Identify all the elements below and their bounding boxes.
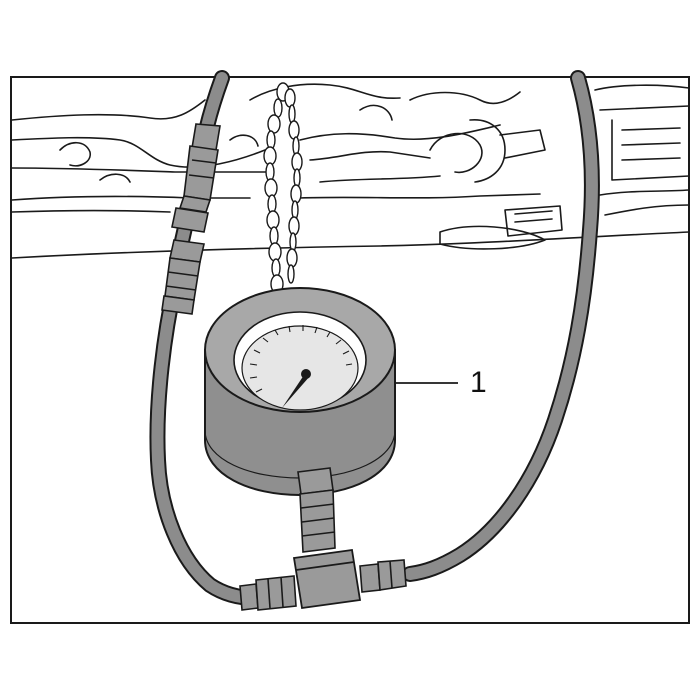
support-chain bbox=[263, 82, 303, 294]
engine-background bbox=[11, 83, 690, 259]
pressure-gauge bbox=[204, 287, 396, 497]
bottom-couplings bbox=[239, 559, 407, 611]
callout-label-1: 1 bbox=[470, 366, 487, 399]
tee-fitting bbox=[292, 548, 362, 610]
gauge-ticks bbox=[249, 325, 353, 393]
left-hose-couplings bbox=[161, 123, 221, 315]
gauge-stem bbox=[297, 467, 336, 553]
right-hose bbox=[402, 70, 600, 582]
gauge-needle bbox=[282, 372, 310, 408]
diagram-frame bbox=[10, 76, 690, 624]
